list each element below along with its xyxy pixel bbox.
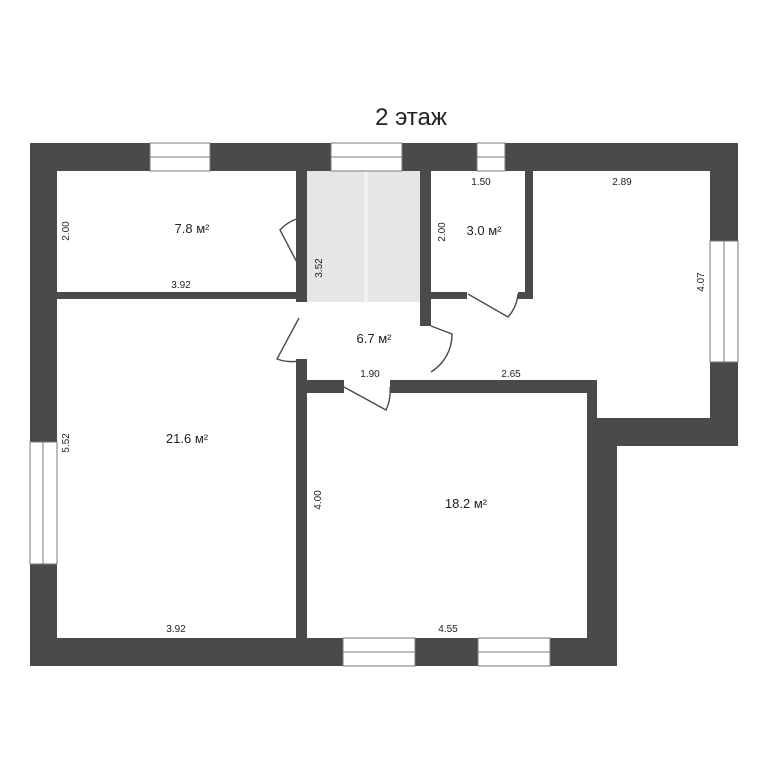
dim-room5-width: 2.89: [612, 177, 632, 188]
dim-corridor-width: 2.65: [501, 369, 521, 380]
room3-floor: [57, 299, 296, 638]
wall-r4-top: [390, 380, 597, 393]
dim-room2-width: 1.50: [471, 177, 491, 188]
floor-title: 2 этаж: [375, 104, 447, 131]
door-room1: [279, 217, 301, 269]
room4-floor: [307, 393, 587, 638]
dim-room2-height: 2.00: [437, 222, 448, 242]
door-corridor: [430, 325, 453, 373]
wall-r3-right: [296, 379, 307, 638]
wall-r2-bottom-right: [518, 292, 533, 299]
stair-area: [307, 171, 420, 302]
door-room3: [276, 317, 300, 363]
room1-area: 7.8 м²: [175, 221, 211, 236]
wall-r1-right-door: [296, 268, 307, 302]
dim-room3-height: 5.52: [61, 433, 72, 453]
corridor-floor: [420, 326, 598, 380]
room3-area: 21.6 м²: [166, 431, 209, 446]
dimension-labels: 2.00 3.92 3.52 1.50 2.00 2.89 4.07 1.90 …: [61, 177, 707, 635]
wall-r2-bottom-left: [431, 292, 467, 299]
dim-room4-width: 4.55: [438, 624, 458, 635]
dim-room1-width: 3.92: [171, 280, 191, 291]
hall-area: 6.7 м²: [357, 331, 393, 346]
wall-r1-right-upper: [296, 171, 307, 271]
door-room4: [343, 386, 391, 411]
wall-r4-right: [587, 380, 597, 638]
wall-hall-bottom-left: [307, 380, 344, 393]
dim-room1-height: 2.00: [61, 221, 72, 241]
room4-area: 18.2 м²: [445, 496, 488, 511]
dim-hall-width: 1.90: [360, 369, 380, 380]
dim-room4-height: 4.00: [313, 490, 324, 510]
wall-r1-bottom: [57, 292, 307, 299]
windows: [29, 142, 739, 667]
doors: [276, 217, 519, 411]
interior-walls: [57, 171, 597, 638]
wall-stair-right: [420, 171, 431, 326]
hall-floor: [307, 302, 420, 380]
room2-area: 3.0 м²: [467, 223, 503, 238]
wall-hall-left: [296, 359, 307, 379]
staircase: [307, 171, 420, 302]
dim-room5-height: 4.07: [696, 272, 707, 292]
door-room2: [467, 293, 519, 318]
dim-room3-width: 3.92: [166, 624, 186, 635]
dim-stair-height: 3.52: [314, 258, 325, 278]
area-labels: 7.8 м² 3.0 м² 6.7 м² 21.6 м² 18.2 м²: [166, 221, 502, 511]
wall-r2-right: [525, 171, 533, 299]
